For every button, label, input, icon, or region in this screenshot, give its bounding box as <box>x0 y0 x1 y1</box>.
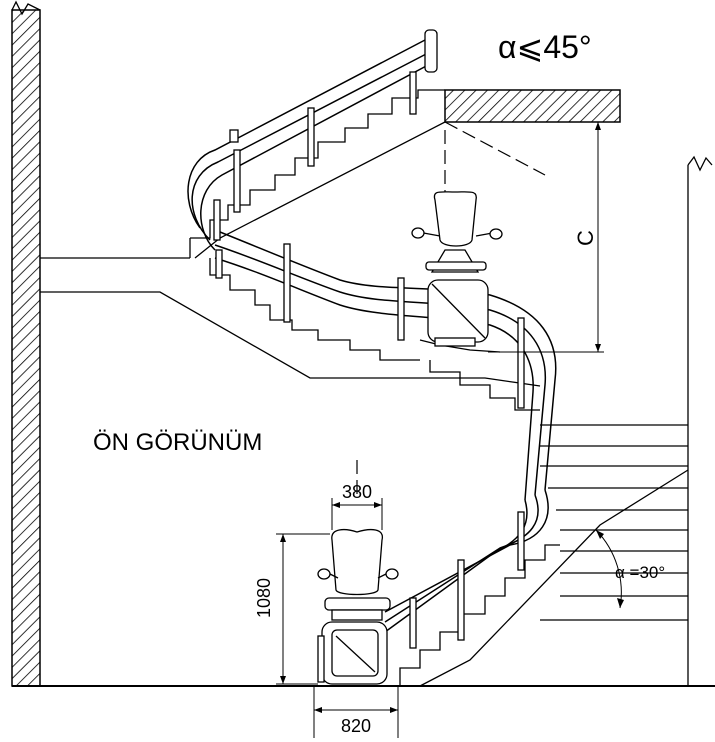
dim-base-width: 820 <box>313 686 399 738</box>
upper-landing-slab <box>444 89 621 123</box>
max-angle-label: α⩽45° <box>498 29 592 65</box>
dim-height: 1080 <box>254 533 330 685</box>
upper-stair-steps <box>189 89 446 259</box>
stairlift-chair-lower <box>317 528 399 685</box>
right-wall <box>687 155 713 686</box>
dim-height-label: 1080 <box>254 578 274 618</box>
middle-stair-steps <box>209 258 501 361</box>
dim-c: C <box>488 121 618 353</box>
landing-structure <box>40 257 689 687</box>
stair-angle: α =30° <box>595 529 665 609</box>
stairlift-chair-upper <box>411 191 503 347</box>
lower-stair-steps <box>399 360 560 686</box>
dim-seat-width-label: 380 <box>342 482 372 502</box>
left-wall <box>11 0 41 687</box>
dim-seat-width: 380 <box>331 482 383 530</box>
rail-posts <box>213 71 525 649</box>
stair-angle-label: α =30° <box>615 563 665 582</box>
dim-c-label: C <box>573 230 598 246</box>
front-view-label: ÖN GÖRÜNÜM <box>93 429 262 456</box>
dim-base-width-label: 820 <box>341 716 371 736</box>
